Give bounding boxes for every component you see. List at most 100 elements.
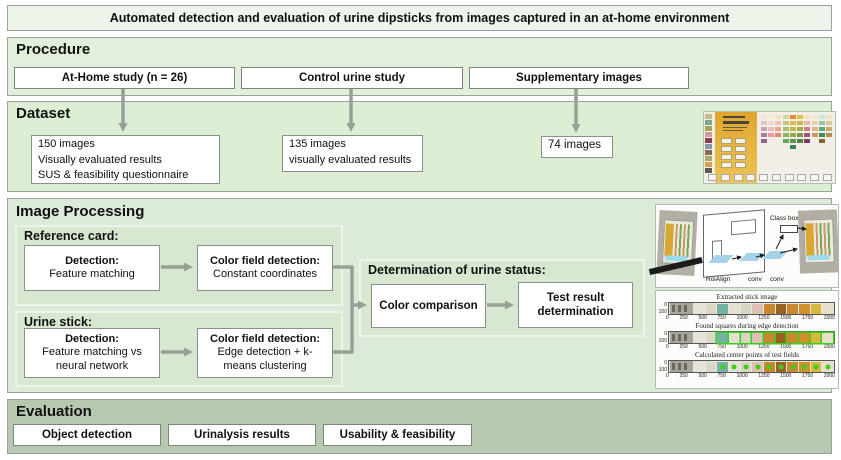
refcard-colorfield-title: Color field detection: [210, 254, 320, 267]
x-tick-label: 750 [717, 373, 726, 379]
dipstick-color-square [705, 168, 712, 173]
x-tick-label: 1250 [758, 373, 770, 379]
card-color-column [782, 115, 789, 174]
test-field [752, 332, 764, 343]
color-swatch [782, 121, 789, 125]
card-color-column [818, 115, 825, 174]
color-swatch [825, 121, 832, 125]
box-usability-feasibility: Usability & feasibility [323, 424, 472, 446]
color-swatch [782, 133, 789, 137]
test-field [822, 332, 834, 343]
card-label-box [746, 174, 756, 181]
color-swatch [768, 133, 775, 137]
color-swatch [811, 121, 818, 125]
center-point-dot [720, 364, 726, 369]
dataset1-line1: 150 images [38, 138, 95, 150]
color-swatch [768, 127, 775, 131]
x-tick-label: 1000 [736, 315, 748, 321]
refcard-colorfield-body: Constant coordinates [213, 268, 317, 280]
card-bottom-labels [708, 174, 832, 181]
test-field [694, 361, 705, 372]
test-field [729, 332, 740, 343]
determination-header: Determination of urine status: [368, 263, 546, 277]
refcard-detection-body: Feature matching [49, 268, 135, 280]
figure-title-bar: Automated detection and evaluation of ur… [7, 5, 832, 31]
test-field [752, 303, 764, 314]
center-point-dot [766, 364, 772, 369]
card-color-column [825, 115, 832, 174]
card-color-column [768, 115, 775, 174]
card-color-column [761, 115, 767, 174]
x-tick-label: 250 [679, 344, 688, 350]
y-tick-label: 0 [664, 331, 667, 337]
test-field [764, 332, 775, 343]
dipstick-strip [704, 112, 715, 183]
test-field [752, 361, 764, 372]
neural-network-diagram: Class box RoiAlign conv conv [648, 204, 840, 288]
stick-strip-dots [668, 360, 835, 373]
y-tick-label: 100 [658, 367, 667, 373]
color-swatch [797, 121, 804, 125]
color-swatch [789, 133, 796, 137]
plot-center-points: Calculated center points of test fields … [656, 351, 838, 379]
center-point-dot [813, 364, 819, 369]
color-swatch [804, 115, 811, 119]
center-point-dot [778, 364, 784, 369]
conv1-label: conv [748, 276, 762, 283]
x-tick-label: 500 [698, 373, 707, 379]
dataset2-line1: 135 images [289, 138, 346, 150]
color-swatch [789, 145, 796, 149]
color-swatch [818, 133, 825, 137]
card-check-box [721, 162, 732, 168]
box-athome-dataset: 150 images Visually evaluated results SU… [31, 135, 220, 184]
color-swatch [761, 121, 767, 125]
test-field [822, 303, 834, 314]
color-swatch [761, 127, 767, 131]
refcard-detection-title: Detection: [65, 254, 119, 267]
box-object-detection: Object detection [13, 424, 161, 446]
box-control-urine-study: Control urine study [241, 67, 463, 89]
card-check-box [735, 146, 746, 152]
card-label-box [720, 174, 730, 181]
x-tick-label: 0 [666, 344, 669, 350]
color-swatch [818, 115, 825, 119]
x-tick-label: 500 [698, 315, 707, 321]
color-swatch [804, 133, 811, 137]
color-swatch [818, 121, 825, 125]
center-point-dot [801, 364, 807, 369]
procedure-header: Procedure [16, 41, 91, 58]
dipstick-color-square [705, 138, 712, 143]
card-product-bar [723, 121, 749, 124]
stick-handle [670, 303, 693, 314]
color-swatch [789, 127, 796, 131]
color-swatch [811, 127, 818, 131]
color-swatch [797, 115, 804, 119]
x-tick-label: 0 [666, 373, 669, 379]
color-swatch [804, 139, 811, 143]
dipstick-color-square [705, 144, 712, 149]
box-control-dataset: 135 images visually evaluated results [282, 135, 423, 172]
box-urinalysis-results: Urinalysis results [168, 424, 316, 446]
card-check-box [721, 146, 732, 152]
reference-card-header: Reference card: [24, 229, 119, 243]
test-field [822, 361, 834, 372]
color-swatch [797, 139, 804, 143]
test-field [694, 332, 705, 343]
color-swatch [768, 121, 775, 125]
test-field [717, 303, 729, 314]
color-swatch [804, 121, 811, 125]
stick-strip-image [668, 302, 835, 315]
plot-title-3: Calculated center points of test fields [695, 351, 799, 359]
x-tick-label: 1500 [780, 315, 792, 321]
box-color-comparison: Color comparison [371, 284, 486, 328]
dipstick-color-square [705, 114, 712, 119]
card-check-box [735, 154, 746, 160]
x-tick-label: 1000 [736, 373, 748, 379]
test-field [810, 332, 822, 343]
card-brand-bar [723, 116, 745, 118]
x-tick-label: 500 [698, 344, 707, 350]
card-label-box [708, 174, 717, 181]
